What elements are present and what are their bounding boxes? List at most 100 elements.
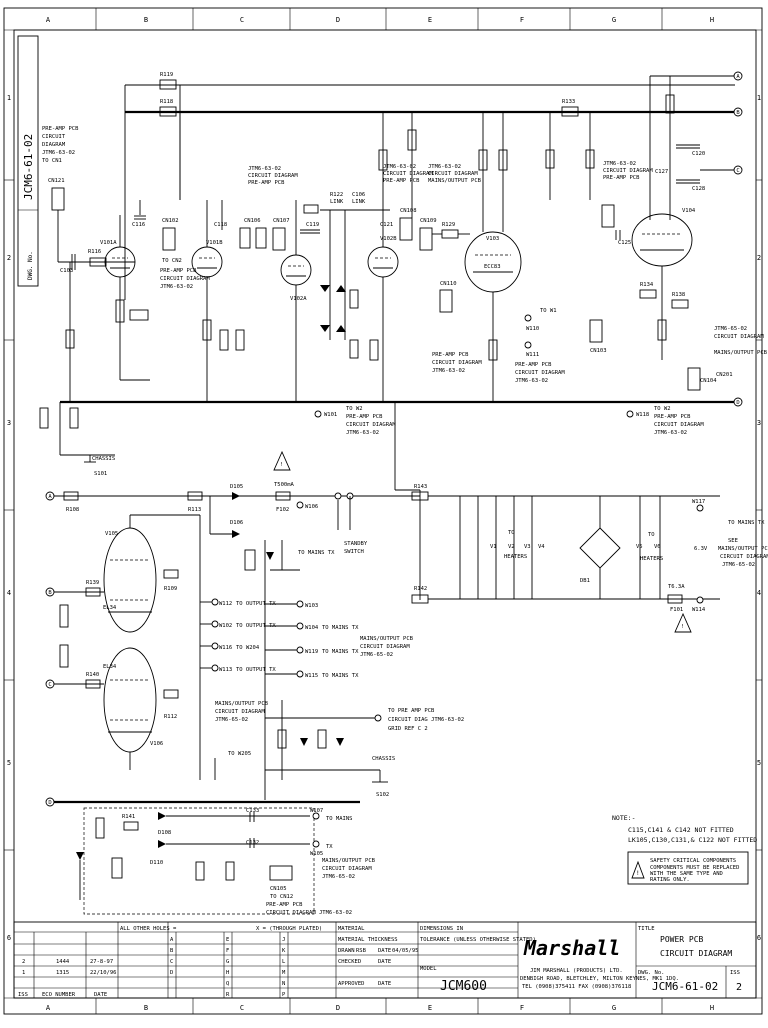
heater-taps-v5-v6: V5 V6 TO HEATERS bbox=[636, 496, 663, 599]
svg-text:W118: W118 bbox=[636, 412, 649, 418]
svg-text:LK105,C130,C131,& C122 NOT FIT: LK105,C130,C131,& C122 NOT FITTED bbox=[628, 836, 757, 844]
f101-label: F101 bbox=[670, 607, 683, 613]
d105-label: D105 bbox=[230, 484, 243, 490]
svg-text:22/10/96: 22/10/96 bbox=[90, 970, 117, 976]
cn110-label: CN110 bbox=[440, 281, 457, 287]
link-label-2: LINK bbox=[352, 199, 366, 205]
svg-text:JTM6-63-02: JTM6-63-02 bbox=[428, 164, 461, 170]
r133-label: R133 bbox=[562, 99, 575, 105]
grid-col-a-bottom: A bbox=[46, 1004, 51, 1012]
cn108-label: CN108 bbox=[400, 208, 417, 214]
svg-text:HEATERS: HEATERS bbox=[504, 554, 527, 560]
c118-label: C118 bbox=[214, 222, 227, 228]
svg-text:DATE: DATE bbox=[378, 981, 391, 987]
s102-label: S102 bbox=[376, 792, 389, 798]
svg-text:GRID REF C 2: GRID REF C 2 bbox=[388, 726, 428, 732]
f102-fuse bbox=[275, 491, 291, 501]
c132-label: C132 bbox=[246, 840, 259, 846]
svg-text:EL34: EL34 bbox=[103, 664, 117, 670]
title-line-2: CIRCUIT DIAGRAM bbox=[660, 949, 732, 958]
mainsout-note-right-mid: MAINS/OUTPUT PCB CIRCUIT DIAGRAM JTM6-65… bbox=[360, 636, 414, 658]
grid-column-ticks-top bbox=[95, 8, 663, 30]
w114-terminal: W114 bbox=[692, 596, 706, 613]
mains-note-right: JTM6-65-02 CIRCUIT DIAGRAM MAINS/OUTPUT … bbox=[714, 326, 768, 378]
svg-text:W111: W111 bbox=[526, 352, 539, 358]
cn-note-v104-2: CIRCUIT DIAGRAM bbox=[603, 168, 653, 174]
r138-resistor bbox=[671, 299, 689, 309]
svg-text:NOTE:-: NOTE:- bbox=[612, 814, 635, 822]
cn110-connector bbox=[439, 289, 453, 313]
svg-text:DIAGRAM: DIAGRAM bbox=[42, 142, 66, 148]
node-b-left: B bbox=[45, 587, 55, 597]
cn106-connector bbox=[272, 227, 286, 251]
grid-col-d-bottom: D bbox=[336, 1004, 340, 1012]
svg-text:CIRCUIT DIAGRAM: CIRCUIT DIAGRAM bbox=[714, 334, 764, 340]
side-dwg-number: JCM6-61-02 bbox=[22, 134, 35, 200]
svg-text:V102B: V102B bbox=[380, 236, 397, 242]
c127-label: C127 bbox=[655, 169, 668, 175]
mainsout-note-bottom: MAINS/OUTPUT PCB CIRCUIT DIAGRAM JTM6-65… bbox=[322, 858, 376, 880]
svg-text:JTM6-63-02: JTM6-63-02 bbox=[654, 430, 687, 436]
svg-text:TO OUTPUT TX: TO OUTPUT TX bbox=[236, 601, 276, 607]
cn106-label: CN106 bbox=[244, 218, 261, 224]
grid-row-6-right: 6 bbox=[757, 934, 761, 942]
all-other-holes: ALL OTHER HOLES = bbox=[120, 926, 177, 932]
r118-resistor bbox=[159, 106, 177, 117]
svg-text:PRE-AMP PCB: PRE-AMP PCB bbox=[654, 414, 691, 420]
svg-text:JTM6-63-02: JTM6-63-02 bbox=[432, 368, 465, 374]
w110-w111: W110 W111 TO W1 bbox=[524, 308, 557, 358]
cn104-connector bbox=[687, 367, 701, 391]
svg-text:JTM6-63-02: JTM6-63-02 bbox=[346, 430, 379, 436]
grid-row-6: 6 bbox=[7, 934, 11, 942]
svg-text:SAFETY CRITICAL COMPONENTS: SAFETY CRITICAL COMPONENTS bbox=[650, 858, 736, 864]
node-d-left: D bbox=[45, 797, 55, 807]
r139-resistor bbox=[85, 587, 101, 597]
svg-text:A: A bbox=[170, 937, 174, 943]
cn107-label: CN107 bbox=[273, 218, 290, 224]
d110-label: D110 bbox=[150, 860, 163, 866]
r133-resistor bbox=[561, 106, 579, 117]
f101-fuse bbox=[667, 594, 683, 604]
svg-text:COMPONENTS MUST BE REPLACED: COMPONENTS MUST BE REPLACED bbox=[650, 865, 739, 871]
svg-text:DIMENSIONS IN: DIMENSIONS IN bbox=[420, 926, 463, 932]
grid-col-h-bottom: H bbox=[710, 1004, 714, 1012]
svg-text:V4: V4 bbox=[538, 544, 545, 550]
r113-label: R113 bbox=[188, 507, 201, 513]
v104-tube: V104 bbox=[631, 208, 696, 267]
svg-text:!: ! bbox=[636, 870, 640, 877]
svg-text:W117: W117 bbox=[692, 499, 705, 505]
r143-label: R143 bbox=[414, 484, 427, 490]
svg-text:V104: V104 bbox=[682, 208, 696, 214]
r112-label: R112 bbox=[164, 714, 177, 720]
svg-text:PRE-AMP PCB: PRE-AMP PCB bbox=[346, 414, 383, 420]
safety-critical-box: ! SAFETY CRITICAL COMPONENTS COMPONENTS … bbox=[627, 851, 749, 885]
c125-label: C125 bbox=[618, 240, 631, 246]
svg-text:PRE-AMP PCB: PRE-AMP PCB bbox=[248, 180, 285, 186]
svg-text:H: H bbox=[226, 970, 229, 976]
svg-text:V3: V3 bbox=[524, 544, 531, 550]
svg-text:TO MAINS TX: TO MAINS TX bbox=[322, 673, 359, 679]
cn121-label: CN121 bbox=[48, 178, 65, 184]
svg-text:D: D bbox=[736, 400, 739, 406]
svg-text:V102A: V102A bbox=[290, 296, 307, 302]
d106-label: D106 bbox=[230, 520, 243, 526]
svg-text:CIRCUIT DIAGRAM: CIRCUIT DIAGRAM bbox=[654, 422, 704, 428]
svg-text:TO CN1: TO CN1 bbox=[42, 158, 62, 164]
svg-text:MATERIAL: MATERIAL bbox=[338, 926, 365, 932]
grid-row-ticks bbox=[4, 179, 762, 851]
mainsout-note-mid: MAINS/OUTPUT PCB CIRCUIT DIAGRAM JTM6-65… bbox=[215, 701, 269, 757]
svg-text:V2: V2 bbox=[508, 544, 515, 550]
node-d-top: D bbox=[733, 397, 743, 407]
svg-text:DATE: DATE bbox=[378, 948, 391, 954]
grid-col-g-bottom: G bbox=[612, 1004, 616, 1012]
grid-column-ticks-bottom bbox=[95, 998, 663, 1014]
svg-text:TO CN12: TO CN12 bbox=[270, 894, 293, 900]
v106-el34-tube: V106 EL34 bbox=[103, 647, 163, 753]
svg-text:DRAWN: DRAWN bbox=[338, 948, 355, 954]
svg-text:E: E bbox=[226, 937, 229, 943]
svg-text:CHECKED: CHECKED bbox=[338, 959, 361, 965]
model-name: JCM600 bbox=[440, 979, 487, 994]
cn103-connector bbox=[589, 319, 603, 343]
svg-text:TO MAINS TX: TO MAINS TX bbox=[728, 520, 765, 526]
grid-col-g: G bbox=[612, 16, 616, 24]
